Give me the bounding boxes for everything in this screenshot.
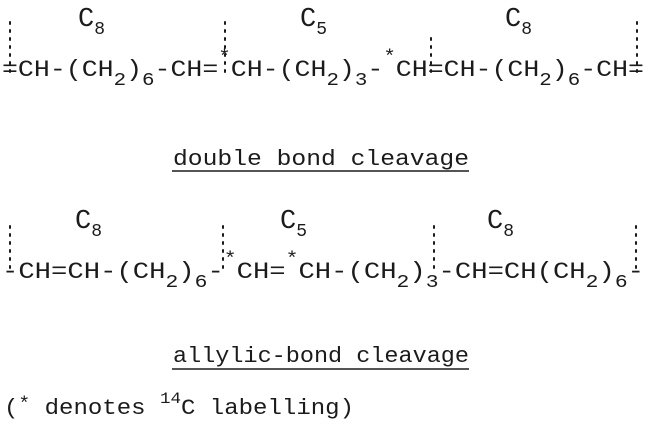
- caption-double-bond-cleavage: double bond cleavage: [173, 147, 469, 172]
- group-label-c5-2: C5: [280, 207, 307, 242]
- group-label-c8-left-2: C8: [75, 207, 102, 242]
- group-label-c8-left: C8: [78, 5, 105, 40]
- group-label-c8-right: C8: [505, 5, 532, 40]
- caption-allylic-bond-cleavage: allylic-bond cleavage: [173, 344, 469, 369]
- group-label-c8-right-2: C8: [487, 207, 514, 242]
- group-label-c5: C5: [300, 5, 327, 40]
- labelling-footnote: (* denotes 14C labelling): [4, 390, 354, 421]
